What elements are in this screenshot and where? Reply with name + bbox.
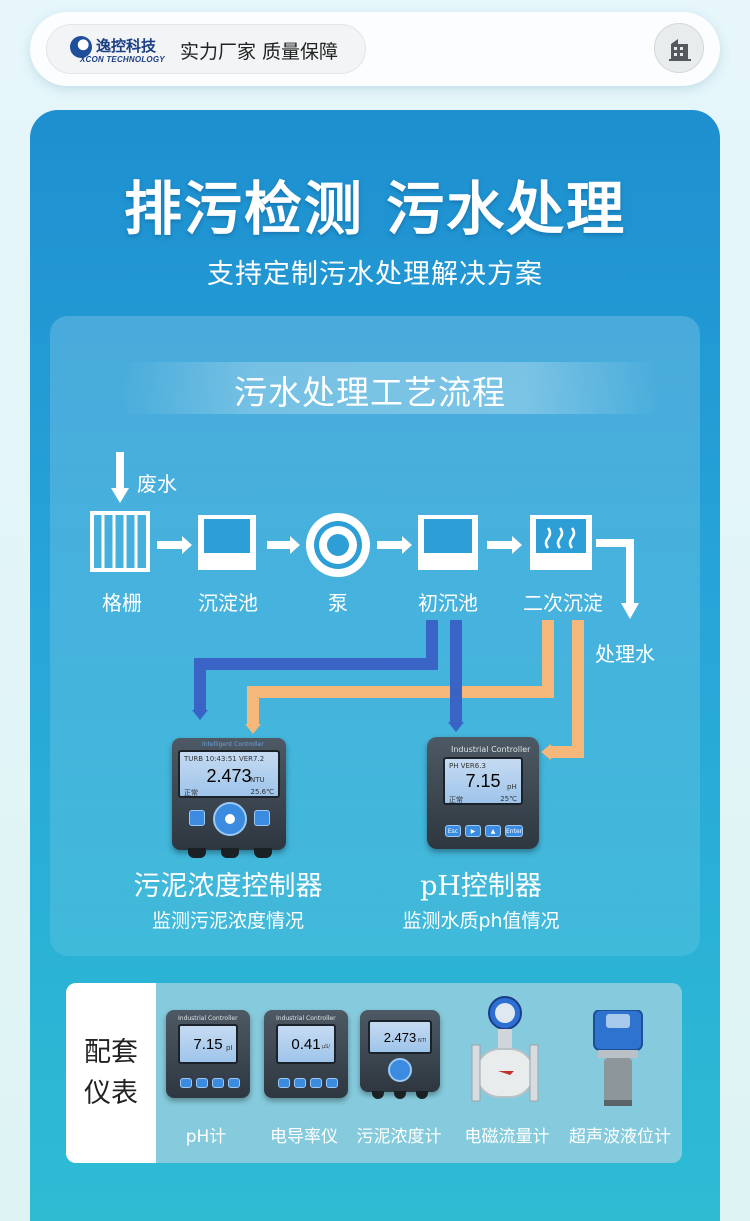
slogan: 实力厂家 质量保障: [180, 41, 339, 63]
cable-gland: [188, 848, 206, 858]
cable-gland: [372, 1091, 384, 1099]
product-ph-meter[interactable]: Industrial Controller 7.15 pH: [166, 1010, 250, 1098]
input-label: 废水: [137, 472, 177, 496]
device-brand: Intelligent Controller: [202, 741, 264, 748]
input-arrow: [111, 452, 129, 503]
product-unit: µS/cm: [322, 1044, 330, 1050]
sampling-lines: [192, 620, 584, 760]
title-band: [120, 362, 660, 414]
product-reading: 7.15: [193, 1036, 223, 1053]
screen-reading: 2.473: [206, 766, 252, 786]
product-label-conductivity: 电导率仪: [270, 1127, 338, 1147]
ph-controller-desc: 监测水质ph值情况: [402, 910, 560, 932]
hero-subtitle: 支持定制污水处理解决方案: [207, 259, 543, 290]
cable-gland: [254, 848, 272, 858]
enter-key[interactable]: [254, 810, 270, 826]
product-dpad: [388, 1058, 412, 1082]
screen-reading: 7.15: [465, 771, 501, 791]
product-conductivity-meter[interactable]: Industrial Controller 0.41 µS/cm: [264, 1010, 348, 1098]
sludge-controller-device: Intelligent Controller TURB 10:43:51 VER…: [172, 738, 286, 850]
stage-label-grille: 格栅: [102, 591, 142, 615]
output-pipe: [596, 539, 639, 619]
sludge-controller-name: 污泥浓度控制器: [133, 871, 323, 902]
product-key: [196, 1078, 208, 1088]
product-key: [278, 1078, 290, 1088]
accessories-title-line1: 配套: [84, 1037, 138, 1068]
device-brand: Industrial Controller: [451, 745, 531, 754]
stage-label-primary: 初沉池: [418, 591, 478, 615]
product-flowmeter[interactable]: [470, 995, 540, 1107]
esc-key[interactable]: Esc: [445, 825, 461, 837]
screen-header: TURB 10:43:51 VER7.2: [184, 755, 265, 763]
hero-title: 排污检测 污水处理: [123, 175, 627, 243]
right-key[interactable]: ▶: [465, 825, 481, 837]
product-key: [212, 1078, 224, 1088]
process-title: 污水处理工艺流程: [234, 373, 506, 412]
process-flow-diagram: [90, 452, 639, 760]
screen-footer-right: 25℃: [500, 795, 517, 803]
building-button[interactable]: [654, 23, 704, 73]
product-sludge-meter[interactable]: 2.473 NTU: [360, 1010, 440, 1092]
device-screen: PH VER6.3 7.15 pH 正常 25℃: [443, 757, 523, 805]
screen-unit: pH: [507, 783, 517, 791]
screen-unit: NTU: [250, 776, 265, 784]
brand-name-cn: 逸控科技: [96, 38, 157, 55]
up-key[interactable]: ▲: [485, 825, 501, 837]
product-unit: NTU: [418, 1038, 426, 1044]
product-label-level-meter: 超声波液位计: [569, 1127, 671, 1147]
product-key: [228, 1078, 240, 1088]
output-label: 处理水: [595, 642, 655, 666]
product-brand: Industrial Controller: [276, 1015, 336, 1022]
cable-gland: [416, 1091, 428, 1099]
flow-connectors: [157, 536, 522, 554]
product-key: [294, 1078, 306, 1088]
ph-controller-name: pH控制器: [420, 871, 542, 902]
product-screen: 7.15 pH: [178, 1024, 238, 1064]
ph-controller-device: Industrial Controller PH VER6.3 7.15 pH …: [427, 737, 539, 849]
screen-header: PH VER6.3: [449, 762, 486, 770]
dpad-center[interactable]: [225, 814, 235, 824]
product-label-flowmeter: 电磁流量计: [464, 1127, 550, 1147]
building-icon: [669, 39, 691, 61]
screen-footer-right: 25.6℃: [250, 788, 274, 796]
cable-gland: [221, 848, 239, 858]
product-label-ph: pH计: [185, 1127, 227, 1147]
brand-name-en: XCON TECHNOLOGY: [80, 55, 165, 64]
sedimentation-tank-icon: [198, 515, 256, 570]
accessories-title-box: [66, 983, 156, 1163]
stage-label-secondary: 二次沉淀: [523, 591, 603, 615]
product-reading: 0.41: [291, 1036, 321, 1053]
logo-icon: [70, 36, 92, 58]
brand-pill[interactable]: [46, 24, 366, 74]
product-label-sludge: 污泥浓度计: [356, 1127, 442, 1147]
product-screen: 0.41 µS/cm: [276, 1024, 336, 1064]
menu-key[interactable]: [189, 810, 205, 826]
grille-icon: [90, 511, 150, 572]
stage-label-sedimentation: 沉淀池: [198, 591, 258, 615]
process-section: [50, 316, 700, 956]
product-key: [326, 1078, 338, 1088]
screen-footer-left: 正常: [184, 789, 198, 797]
stage-label-pump: 泵: [328, 591, 348, 615]
product-brand: Industrial Controller: [178, 1015, 238, 1022]
product-key: [310, 1078, 322, 1088]
primary-settling-tank-icon: [418, 515, 478, 570]
product-key: [180, 1078, 192, 1088]
product-unit: pH: [226, 1044, 232, 1052]
secondary-settling-tank-icon: [530, 515, 592, 570]
product-reading: 2.473: [383, 1030, 417, 1045]
product-screen: 2.473 NTU: [368, 1020, 432, 1054]
device-screen: TURB 10:43:51 VER7.2 2.473 NTU 正常 25.6℃: [178, 750, 280, 798]
sludge-controller-desc: 监测污泥浓度情况: [151, 910, 305, 932]
product-level-meter[interactable]: [588, 1010, 648, 1110]
pump-icon: [306, 513, 370, 577]
screen-footer-left: 正常: [449, 796, 463, 804]
accessories-title: 配套 仪表: [66, 1032, 156, 1114]
cable-gland: [394, 1091, 406, 1099]
enter-key[interactable]: Enter: [505, 825, 523, 837]
accessories-title-line2: 仪表: [84, 1078, 138, 1109]
